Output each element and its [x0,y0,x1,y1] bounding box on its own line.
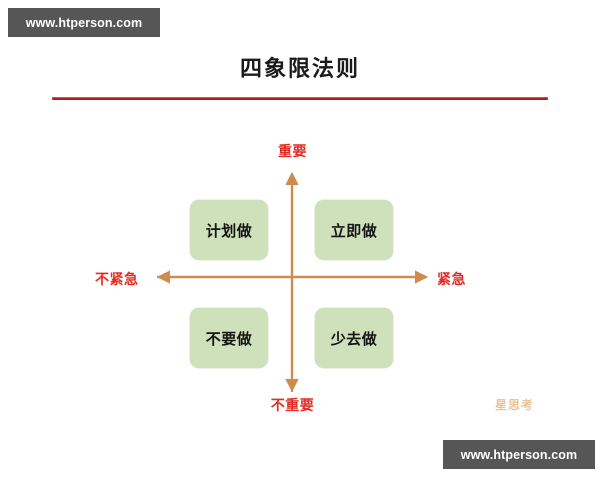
watermark-top-text: www.htperson.com [25,15,143,30]
signature-text: 星思考 [495,398,535,412]
axis-label-urgent: 紧急 [437,272,466,288]
watermark-bottom: www.htperson.com [443,440,595,469]
quadrant-box-plan-to-do: 计划做 [190,200,268,260]
quadrant-label-plan-to-do: 计划做 [205,221,253,240]
axis-label-important: 重要 [278,144,307,160]
title-divider [52,97,548,100]
quadrant-label-do-immediately: 立即做 [330,221,378,240]
axis-label-not-urgent: 不紧急 [95,272,139,288]
axis-label-not-important: 不重要 [270,398,315,414]
quadrant-box-do-immediately: 立即做 [315,200,393,260]
quadrant-label-do-less: 少去做 [330,329,378,348]
watermark-bottom-text: www.htperson.com [460,447,578,462]
quadrant-box-do-less: 少去做 [315,308,393,368]
quadrant-box-do-not-do: 不要做 [190,308,268,368]
watermark-top: www.htperson.com [8,8,160,37]
page-title: 四象限法则 [239,57,360,82]
quadrant-label-do-not-do: 不要做 [205,329,253,348]
